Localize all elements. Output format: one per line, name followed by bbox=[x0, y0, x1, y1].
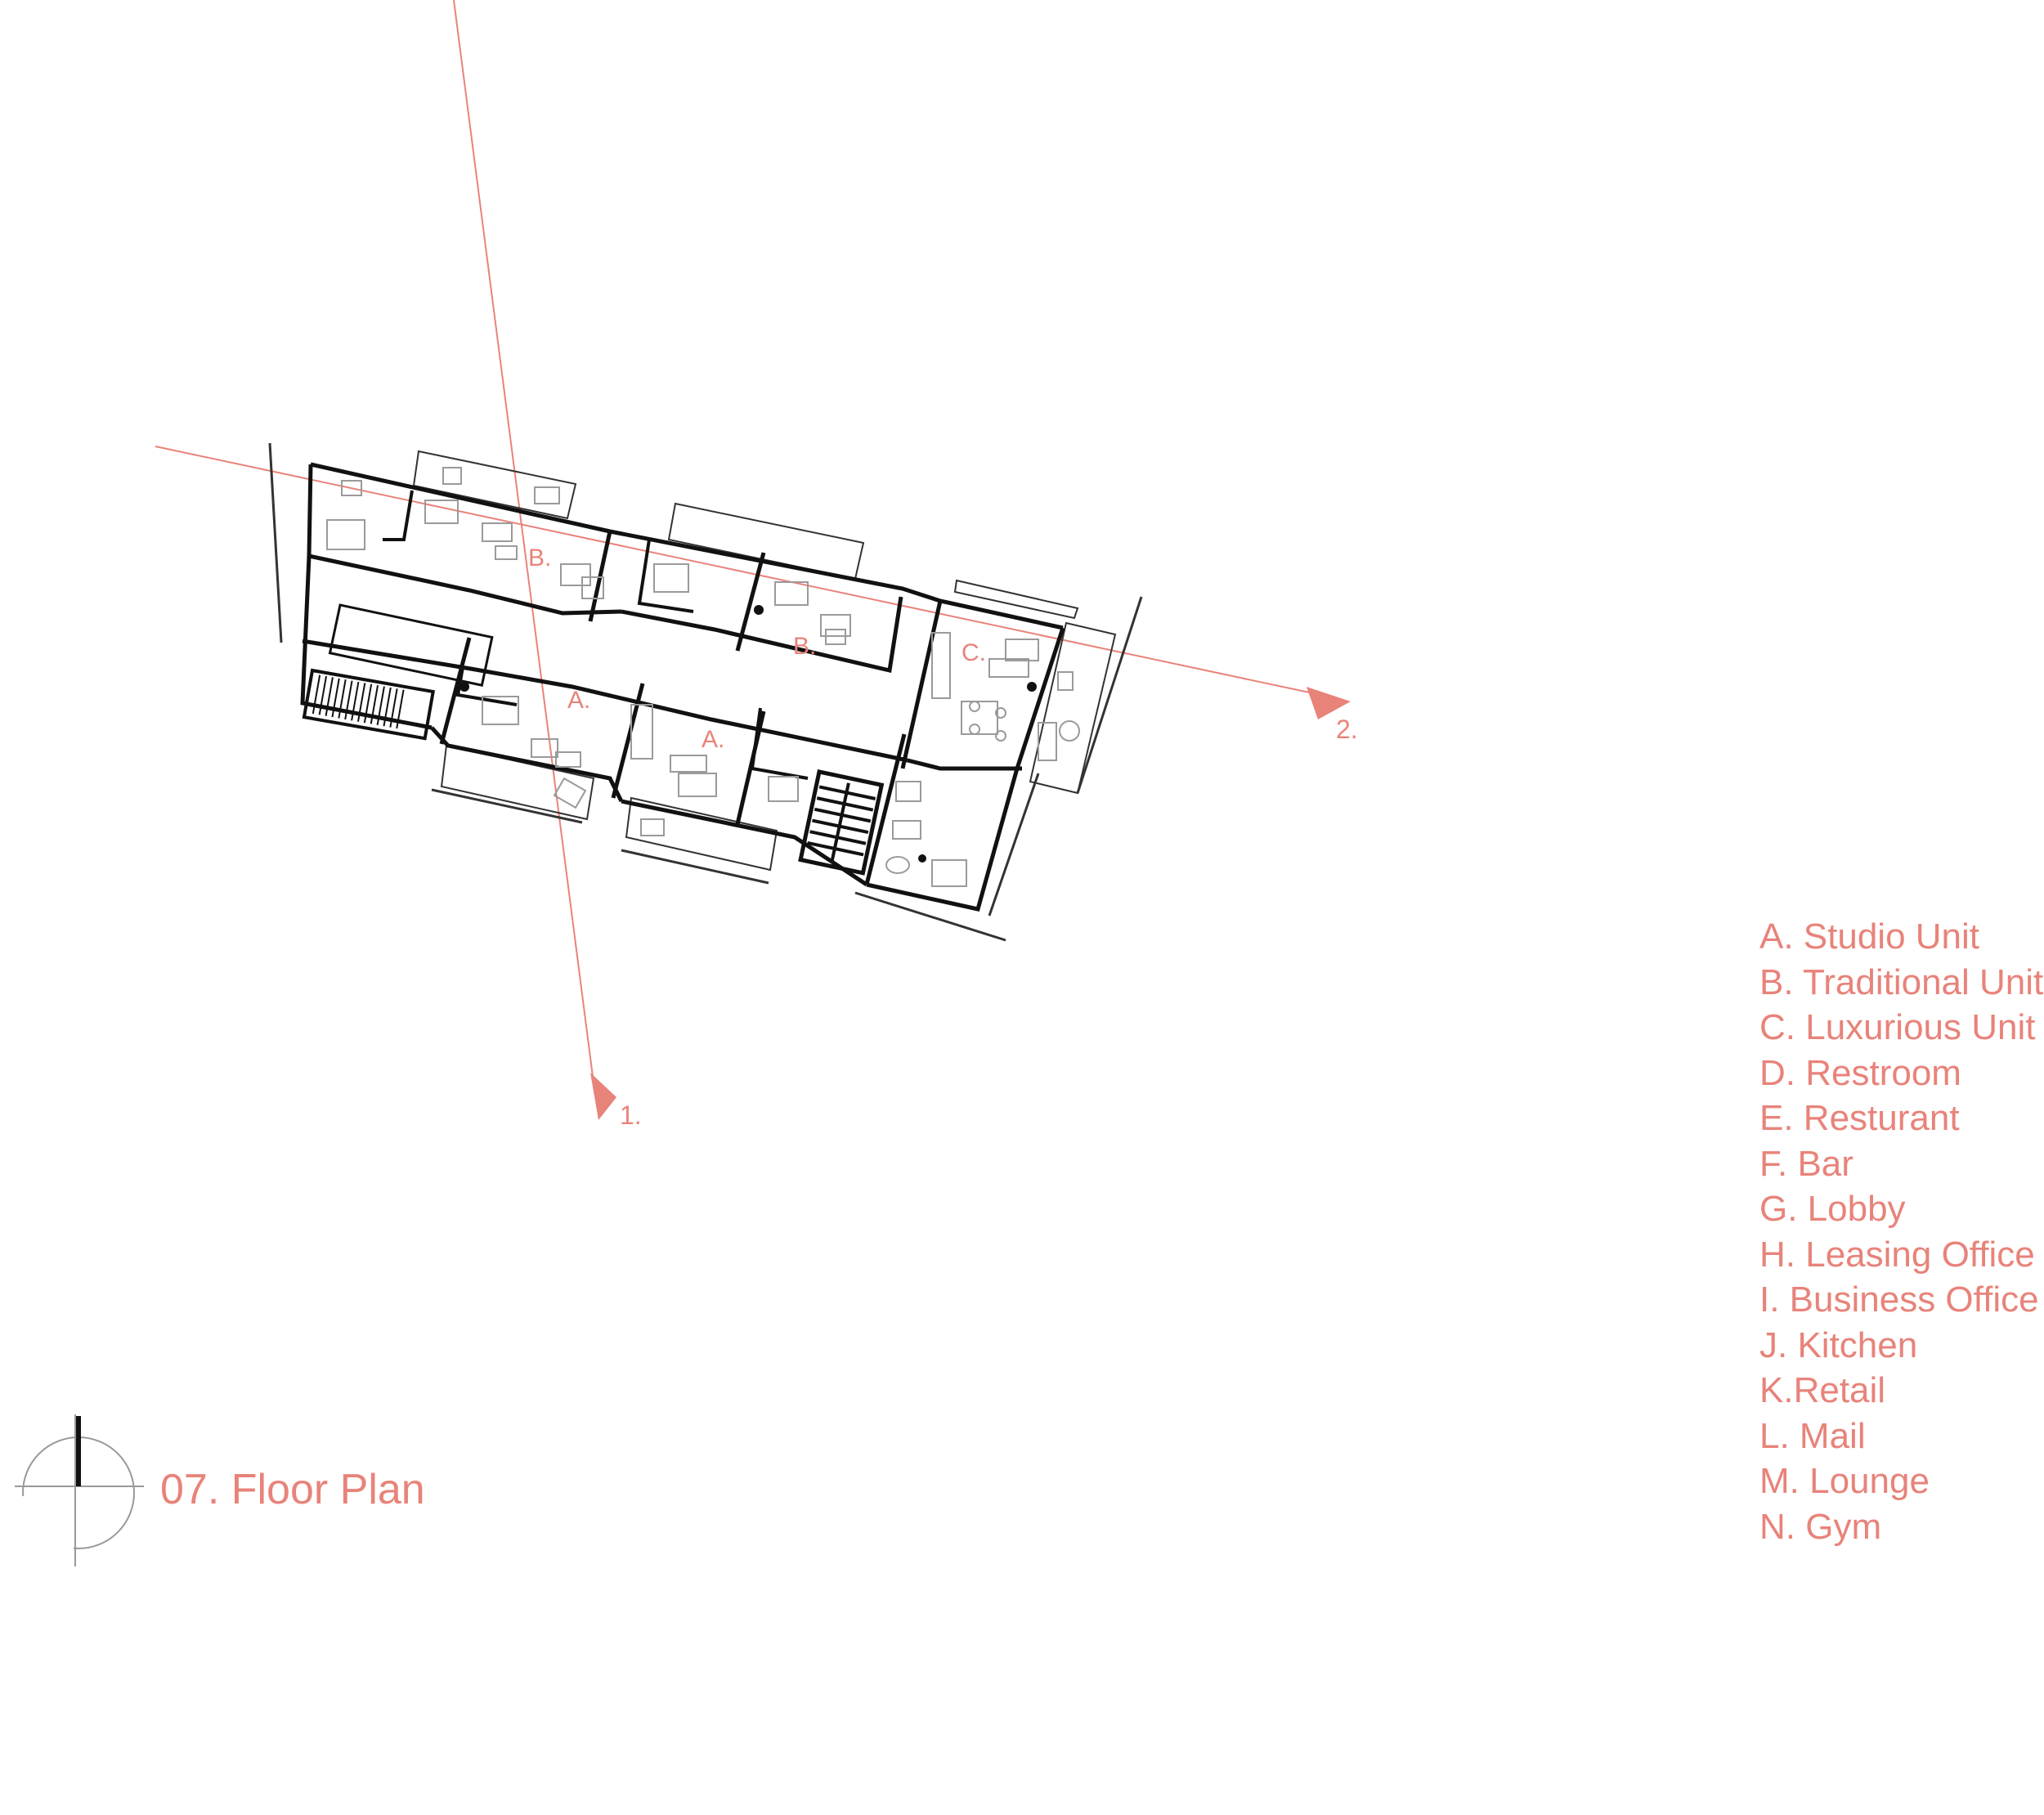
interior-walls bbox=[302, 490, 1022, 885]
stair-right bbox=[798, 769, 885, 876]
room-label-a-left: A. bbox=[567, 687, 590, 714]
legend-item: H. Leasing Office bbox=[1759, 1234, 2035, 1275]
legend-item: A. Studio Unit bbox=[1759, 916, 1980, 957]
section-line-2: 2. bbox=[155, 446, 1358, 744]
legend-item: C. Luxurious Unit bbox=[1759, 1007, 2036, 1047]
glazing-lines bbox=[268, 442, 1143, 942]
drawing-title: 07. Floor Plan bbox=[160, 1466, 425, 1513]
legend-item: L. Mail bbox=[1759, 1415, 1866, 1456]
section-mark-1: 1. bbox=[620, 1100, 642, 1130]
column-markers bbox=[459, 605, 1037, 863]
room-label-c: C. bbox=[961, 639, 986, 666]
legend-item: G. Lobby bbox=[1759, 1189, 1906, 1229]
legend-item: D. Restroom bbox=[1759, 1052, 1961, 1093]
room-labels: B. B. C. A. A. bbox=[528, 544, 986, 753]
furniture bbox=[326, 467, 1080, 887]
legend-item: M. Lounge bbox=[1759, 1461, 1930, 1501]
legend-item: N. Gym bbox=[1759, 1506, 1882, 1547]
legend-item: F. Bar bbox=[1759, 1143, 1853, 1184]
section-mark-2: 2. bbox=[1336, 715, 1358, 744]
legend: A. Studio Unit B. Traditional Unit C. Lu… bbox=[1759, 914, 2043, 1549]
legend-item: B. Traditional Unit bbox=[1759, 961, 2044, 1002]
balconies bbox=[412, 450, 1117, 872]
room-label-a-right: A. bbox=[702, 726, 724, 753]
legend-item: E. Resturant bbox=[1759, 1098, 1960, 1138]
section-2-arrow-icon bbox=[1307, 687, 1351, 719]
outer-walls bbox=[300, 462, 1065, 912]
legend-item: K.Retail bbox=[1759, 1370, 1886, 1410]
section-line-1: 1. bbox=[453, 0, 642, 1130]
stair-left bbox=[302, 668, 436, 741]
section-1-arrow-icon bbox=[590, 1073, 616, 1120]
room-label-b-left: B. bbox=[528, 544, 551, 571]
building-plan: B. B. C. A. A. bbox=[268, 442, 1143, 942]
legend-item: I. Business Office bbox=[1759, 1279, 2039, 1320]
north-arrow-icon bbox=[0, 1414, 144, 1566]
legend-item: J. Kitchen bbox=[1759, 1324, 1918, 1365]
room-label-b-right: B. bbox=[793, 633, 816, 660]
